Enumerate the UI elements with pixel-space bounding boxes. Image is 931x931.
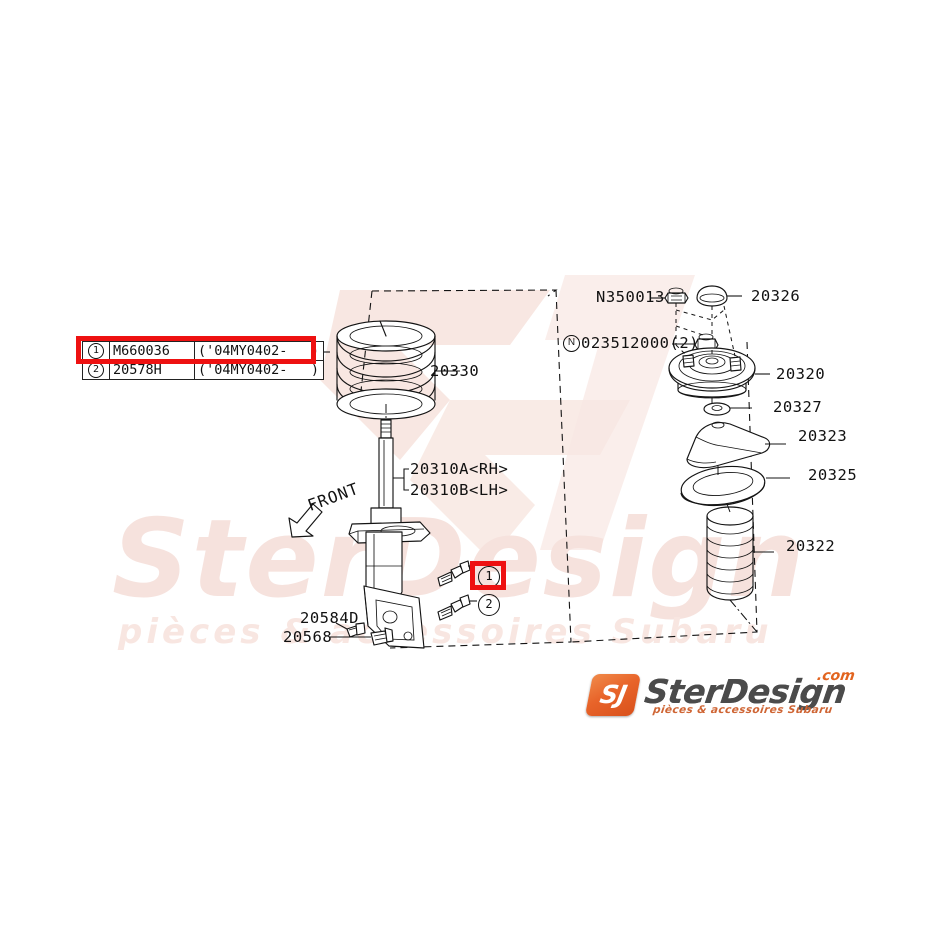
label-20325: 20325 xyxy=(808,466,858,484)
row-index-cell: 1 xyxy=(82,341,110,361)
row-range-end: ) xyxy=(310,343,319,359)
label-023512000-group: N 023512000(2) xyxy=(563,334,699,353)
logo-badge-icon: SJ xyxy=(584,674,642,716)
row-applicability-text: ('04MY0402- xyxy=(198,343,288,359)
row-applicability: ('04MY0402- ) xyxy=(194,360,324,380)
row-part-number: 20578H xyxy=(109,360,195,380)
rubber-seat-20325 xyxy=(680,465,790,507)
table-row[interactable]: 2 20578H ('04MY0402- ) xyxy=(82,360,324,380)
label-20326: 20326 xyxy=(751,287,801,305)
label-20310b-lh: 20310B<LH> xyxy=(410,481,509,499)
label-20330: 20330 xyxy=(430,362,480,380)
label-n350013: N350013 xyxy=(596,288,665,306)
row-part-number: M660036 xyxy=(109,341,195,361)
row-index-circle: 1 xyxy=(88,343,104,359)
logo-tagline: pièces & accessoires Subaru xyxy=(652,704,834,716)
logo-badge-text: SJ xyxy=(597,680,629,709)
washer-20327 xyxy=(703,397,752,416)
front-direction-label: FRONT xyxy=(305,478,362,515)
callout-1[interactable]: 1 xyxy=(478,566,500,588)
row-range-end: ) xyxy=(310,362,319,378)
hardware-20584d xyxy=(335,622,366,638)
front-direction-arrow xyxy=(288,503,323,538)
row-applicability: ('04MY0402- ) xyxy=(194,341,324,361)
logo-domain: .com xyxy=(815,668,856,684)
callout-2[interactable]: 2 xyxy=(478,594,500,616)
parts-applicability-table: 1 M660036 ('04MY0402- ) 2 20578H ('04MY0… xyxy=(82,341,324,380)
site-logo[interactable]: SJ SterDesign .com pièces & accessoires … xyxy=(584,668,861,724)
label-023512000: 023512000(2) xyxy=(581,334,699,352)
label-20310a-rh: 20310A<RH> xyxy=(410,460,509,478)
row-index-circle: 2 xyxy=(88,362,104,378)
label-20327: 20327 xyxy=(773,398,823,416)
label-20322: 20322 xyxy=(786,537,836,555)
cap-20326 xyxy=(696,285,742,307)
label-20323: 20323 xyxy=(798,427,848,445)
strut-mount-20320 xyxy=(668,303,770,399)
row-index-cell: 2 xyxy=(82,360,110,380)
nut-n350013 xyxy=(651,287,689,304)
bolt-callout-2 xyxy=(437,594,477,621)
label-20568: 20568 xyxy=(283,628,333,646)
hardware-20568 xyxy=(329,627,394,646)
table-row[interactable]: 1 M660036 ('04MY0402- ) xyxy=(82,341,324,361)
label-20584d: 20584D xyxy=(300,609,359,627)
row-applicability-text: ('04MY0402- xyxy=(198,362,288,378)
spring-seat-20323 xyxy=(686,421,786,469)
label-20320: 20320 xyxy=(776,365,826,383)
n-prefix-circle-icon: N xyxy=(563,335,580,353)
dust-boot-20322 xyxy=(706,503,774,633)
